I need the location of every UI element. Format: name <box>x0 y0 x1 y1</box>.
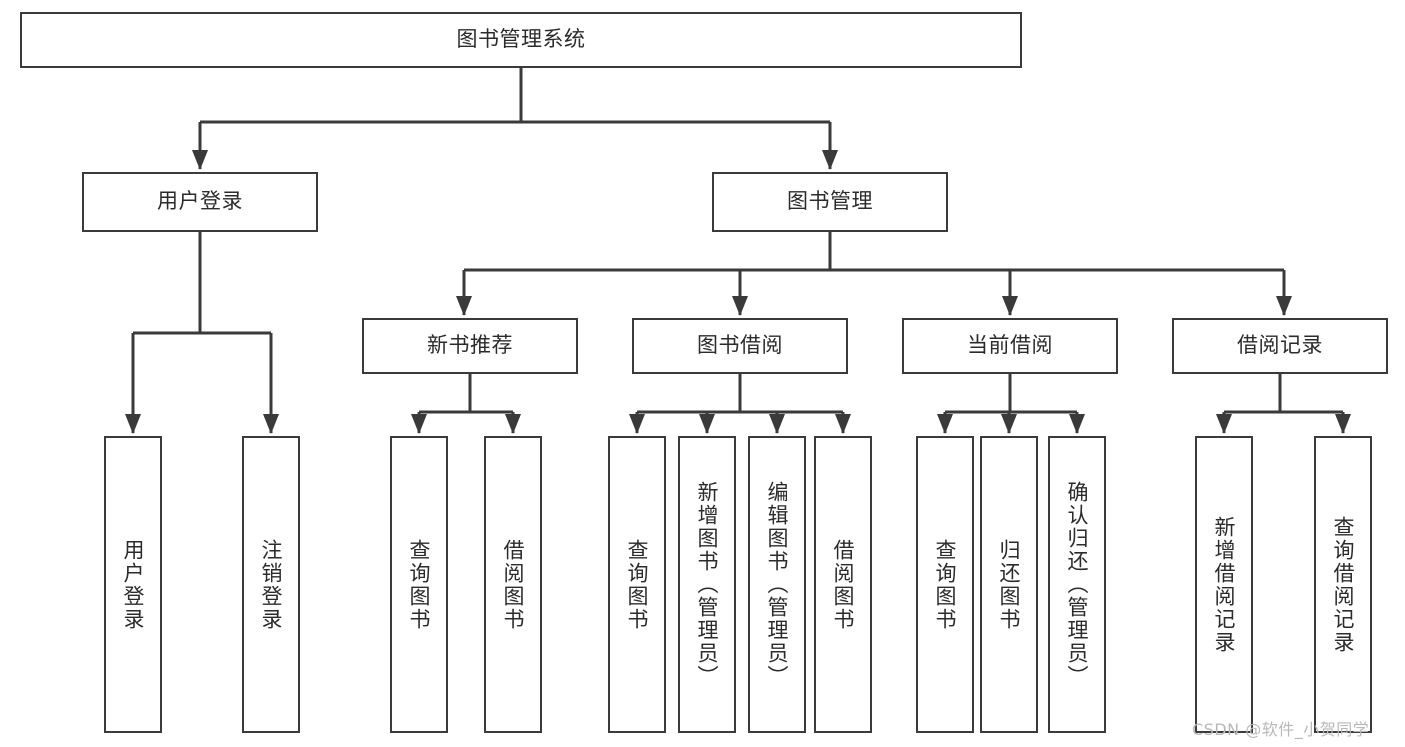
node-leaf-leaf-add-borrow-record[interactable]: 新增借阅记录 <box>1195 436 1253 733</box>
node-label: 归还图书 <box>997 538 1022 631</box>
book-borrow-drop-1-arrow-icon <box>699 414 715 434</box>
node-leaf-leaf-query-book-borrow[interactable]: 查询图书 <box>608 436 666 733</box>
node-leaf-leaf-add-book-admin[interactable]: 新增图书（管理员） <box>678 436 736 733</box>
book-borrow-drop-0-arrow-icon <box>629 414 645 434</box>
book-mgmt-drop-0-arrow-icon <box>456 296 472 316</box>
node-level3-current-borrow[interactable]: 当前借阅 <box>902 318 1118 374</box>
root-drop-1-arrow-icon <box>822 150 838 170</box>
book-mgmt-drop-3-arrow-icon <box>1276 296 1292 316</box>
node-label: 注销登录 <box>259 538 284 631</box>
node-leaf-leaf-edit-book-admin[interactable]: 编辑图书（管理员） <box>748 436 806 733</box>
node-leaf-leaf-return-book[interactable]: 归还图书 <box>980 436 1038 733</box>
node-root-root[interactable]: 图书管理系统 <box>20 12 1022 68</box>
node-leaf-leaf-borrow-book[interactable]: 借阅图书 <box>814 436 872 733</box>
node-label: 确认归还（管理员） <box>1065 481 1090 688</box>
root-drop-0-arrow-icon <box>192 150 208 170</box>
current-borrow-drop-1-arrow-icon <box>1001 414 1017 434</box>
node-leaf-leaf-confirm-return-admin[interactable]: 确认归还（管理员） <box>1048 436 1106 733</box>
node-label: 新增图书（管理员） <box>695 481 720 688</box>
node-label: 用户登录 <box>121 538 146 631</box>
csdn-watermark: CSDN @软件_小贺同学 <box>1192 720 1370 739</box>
new-book-recommend-drop-1-arrow-icon <box>505 414 521 434</box>
node-leaf-leaf-query-borrow-record[interactable]: 查询借阅记录 <box>1314 436 1372 733</box>
node-label: 借阅图书 <box>831 538 856 631</box>
book-borrow-drop-3-arrow-icon <box>835 414 851 434</box>
node-level2-book-management[interactable]: 图书管理 <box>712 172 948 232</box>
node-label: 新增借阅记录 <box>1212 515 1237 654</box>
node-leaf-leaf-logout[interactable]: 注销登录 <box>242 436 300 733</box>
node-level3-book-borrow[interactable]: 图书借阅 <box>632 318 848 374</box>
user-login-drop-1-arrow-icon <box>263 414 279 434</box>
node-label: 查询借阅记录 <box>1331 515 1356 654</box>
node-level3-borrow-records[interactable]: 借阅记录 <box>1172 318 1388 374</box>
node-leaf-leaf-query-book-current[interactable]: 查询图书 <box>916 436 974 733</box>
user-login-drop-0-arrow-icon <box>125 414 141 434</box>
book-borrow-drop-2-arrow-icon <box>769 414 785 434</box>
current-borrow-drop-0-arrow-icon <box>937 414 953 434</box>
node-label: 查询图书 <box>933 538 958 631</box>
node-leaf-leaf-query-book-new[interactable]: 查询图书 <box>390 436 448 733</box>
node-level3-new-book-recommend[interactable]: 新书推荐 <box>362 318 578 374</box>
node-label: 查询图书 <box>625 538 650 631</box>
node-label: 查询图书 <box>407 538 432 631</box>
borrow-records-drop-1-arrow-icon <box>1335 414 1351 434</box>
book-mgmt-drop-2-arrow-icon <box>1002 296 1018 316</box>
current-borrow-drop-2-arrow-icon <box>1069 414 1085 434</box>
node-label: 编辑图书（管理员） <box>765 481 790 688</box>
node-leaf-leaf-user-login[interactable]: 用户登录 <box>104 436 162 733</box>
node-level2-user-login[interactable]: 用户登录 <box>82 172 318 232</box>
new-book-recommend-drop-0-arrow-icon <box>411 414 427 434</box>
borrow-records-drop-0-arrow-icon <box>1216 414 1232 434</box>
node-leaf-leaf-borrow-book-new[interactable]: 借阅图书 <box>484 436 542 733</box>
book-mgmt-drop-1-arrow-icon <box>732 296 748 316</box>
node-label: 借阅图书 <box>501 538 526 631</box>
